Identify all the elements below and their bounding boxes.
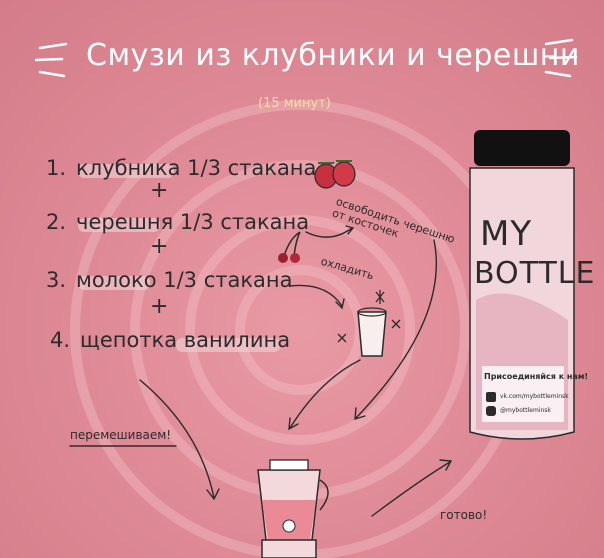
step-3: 3. молоко 1/3 стакана [46, 268, 293, 292]
arrow-head [335, 298, 345, 310]
plus-sign: + [150, 178, 169, 203]
highlight-milk [78, 276, 150, 290]
step-2: 2. черешня 1/3 стакана [46, 210, 309, 234]
step-number: 2. [46, 210, 67, 234]
step-number: 3. [46, 268, 67, 292]
step-text: черешня 1/3 стакана [76, 210, 310, 234]
title-flourish [548, 55, 578, 60]
arrow-blender-to-bottle [371, 461, 451, 517]
arrow-head [439, 459, 453, 471]
arrow-head [354, 407, 366, 420]
bottle-insta-handle: @mybottleminsk [500, 407, 551, 414]
step-text: молоко 1/3 стакана [76, 268, 293, 292]
highlight-cherry [78, 218, 160, 232]
cold-sparkle-icon [337, 290, 401, 343]
plus-sign: + [150, 234, 169, 259]
note-done: готово! [440, 508, 488, 522]
highlight-vanilla [176, 338, 280, 352]
page-title: Смузи из клубники и черешни [86, 38, 580, 73]
spiral-ring [185, 215, 415, 445]
blender-icon [257, 459, 329, 558]
prep-time: (15 минут) [258, 96, 331, 111]
plus-sign: + [150, 294, 169, 319]
bottle-join-text: Присоединяйся к нам! [484, 372, 589, 381]
title-flourish [544, 70, 572, 78]
step-text: щепотка ванилина [80, 328, 291, 352]
cherry-icon [278, 231, 301, 263]
instagram-icon [486, 406, 496, 416]
title-flourish [544, 38, 574, 46]
arrow-head [206, 488, 220, 501]
arrow-head [345, 225, 355, 235]
arrow-to-blender-left [139, 379, 215, 499]
step-4: 4. щепотка ванилина [50, 328, 290, 352]
step-number: 4. [50, 328, 71, 352]
step-number: 1. [46, 156, 67, 180]
note-mix: перемешиваем! [70, 428, 172, 442]
milk-glass-icon [357, 307, 387, 357]
title-flourish [38, 70, 66, 78]
step-1: 1. клубника 1/3 стакана [46, 156, 316, 180]
arrow-pits-to-blender [355, 239, 438, 419]
strawberry-icon [314, 160, 356, 189]
vk-icon [486, 392, 496, 402]
bottle-brand-line1: MY [480, 214, 533, 254]
title-flourish [38, 42, 68, 50]
title-flourish [34, 57, 64, 62]
bottle-illustration [469, 130, 575, 440]
arrow-to-blender-mid [289, 359, 361, 429]
arrow-head [288, 417, 299, 431]
step-text: клубника 1/3 стакана [76, 156, 317, 180]
arrow-to-pits-note [305, 227, 353, 238]
highlight-strawberry [78, 164, 174, 178]
bottle-vk-link: vk.com/mybottleminsk [500, 393, 569, 400]
arrow-to-chill [289, 284, 343, 307]
bottle-brand-line2: BOTTLE [474, 256, 596, 291]
